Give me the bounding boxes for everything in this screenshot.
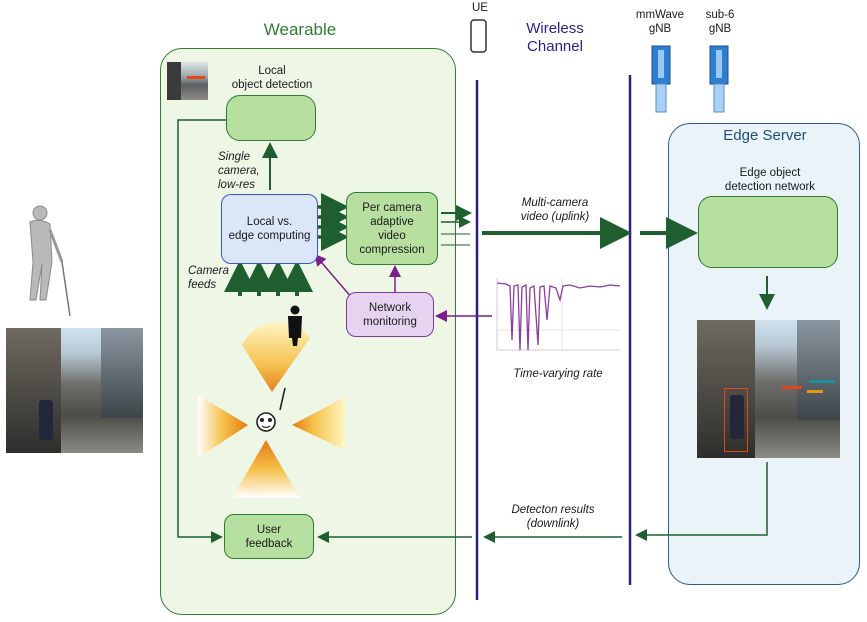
time-varying-label: Time-varying rate [513, 368, 603, 380]
rate-trace-plot [496, 278, 621, 351]
phone-icon [470, 19, 487, 53]
stream-arrows [318, 193, 349, 251]
network-monitoring-box: Network monitoring [346, 292, 434, 337]
uplink-label: Multi-camera video (uplink) [520, 197, 590, 223]
pedestrian-with-cane-icon [29, 205, 71, 317]
camera-fov-icon [198, 322, 345, 498]
edge-detection-photo [697, 320, 840, 458]
wearable-title: Wearable [263, 20, 337, 39]
camera-feeds-label: Camera feeds [188, 265, 229, 291]
pedestrian-silhouette-icon [288, 305, 302, 346]
sub6-gnb-label: sub-6 gNB [705, 9, 735, 35]
edge-network-box [698, 196, 838, 268]
wireless-channel-title: Wireless Channel [526, 20, 584, 55]
sub6-antenna-icon [709, 45, 729, 113]
compression-box: Per camera adaptive video compression [346, 192, 438, 265]
edge-network-label: Edge object detection network [724, 167, 816, 193]
compressed-stream-arrows [441, 205, 472, 246]
user-feedback-box: User feedback [224, 514, 314, 559]
mmwave-gnb-label: mmWave gNB [635, 9, 685, 35]
single-camera-label: Single camera, low-res [218, 151, 260, 191]
local-vs-edge-box: Local vs. edge computing [221, 194, 318, 264]
local-detection-box [226, 95, 316, 141]
mmwave-antenna-icon [651, 45, 671, 113]
local-detection-label: Local object detection [231, 65, 313, 91]
ue-label: UE [472, 2, 488, 14]
edge-server-title: Edge Server [723, 127, 807, 144]
street-photo [6, 328, 143, 453]
thumbnail-photo [167, 62, 208, 100]
camera-feed-arrows [224, 260, 313, 296]
downlink-label: Detecton results (downlink) [511, 504, 595, 530]
